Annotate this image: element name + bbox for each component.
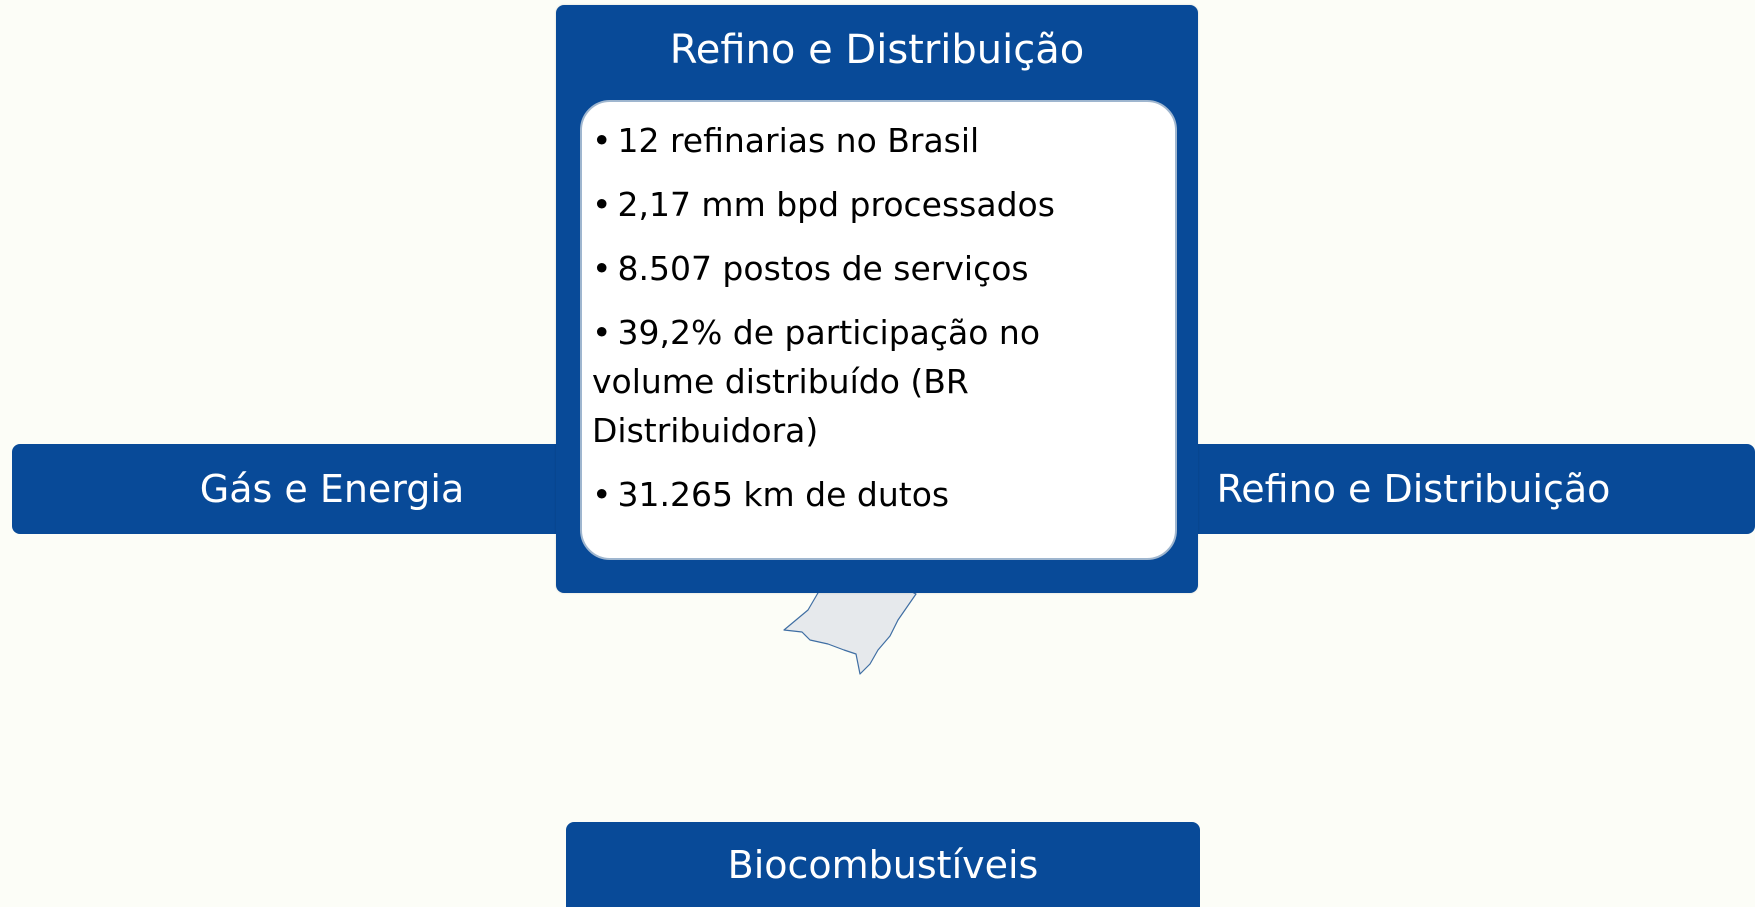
details-panel: •12 refinarias no Brasil •2,17 mm bpd pr… [580, 100, 1177, 560]
detail-box-title: Refino e Distribuição [669, 27, 1085, 73]
biocombustiveis-box: Biocombustíveis [566, 822, 1200, 907]
bullet-icon: • [592, 249, 612, 288]
list-item-text: 2,17 mm bpd processados [617, 185, 1055, 224]
list-item-text: 31.265 km de dutos [617, 475, 950, 514]
list-item: •31.265 km de dutos [592, 470, 1161, 519]
biocombustiveis-label: Biocombustíveis [727, 842, 1039, 887]
list-item: •2,17 mm bpd processados [592, 180, 1161, 229]
refino-distribuicao-detail-box: Refino e Distribuição •12 refinarias no … [556, 5, 1198, 593]
details-list: •12 refinarias no Brasil •2,17 mm bpd pr… [592, 116, 1161, 519]
list-item: •12 refinarias no Brasil [592, 116, 1161, 165]
list-item: •39,2% de participação no volume distrib… [592, 308, 1161, 455]
map-outline-icon [783, 581, 917, 675]
bullet-icon: • [592, 121, 612, 160]
gas-energia-box: Gás e Energia [12, 444, 652, 534]
refino-distribuicao-label: Refino e Distribuição [1216, 467, 1611, 511]
list-item-text: 12 refinarias no Brasil [617, 121, 980, 160]
bullet-icon: • [592, 475, 612, 514]
list-item-text: 39,2% de participação no volume distribu… [592, 313, 1041, 450]
bullet-icon: • [592, 185, 612, 224]
gas-energia-label: Gás e Energia [199, 467, 465, 511]
list-item: •8.507 postos de serviços [592, 244, 1161, 293]
list-item-text: 8.507 postos de serviços [617, 249, 1029, 288]
bullet-icon: • [592, 313, 612, 352]
